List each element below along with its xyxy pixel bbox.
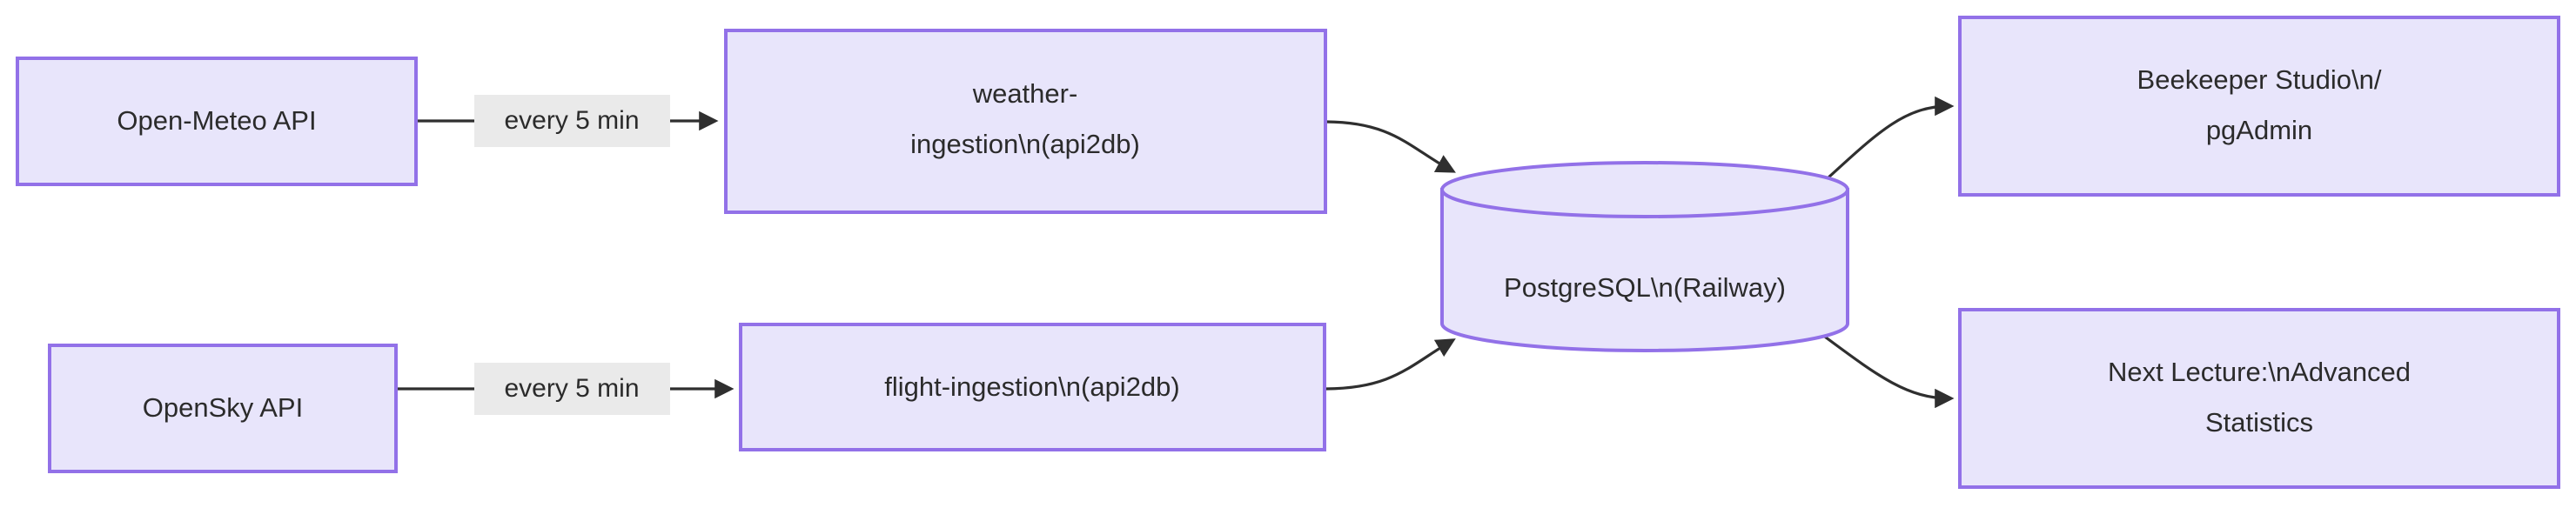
edge-label-background [474,363,670,415]
node-label-next-lecture-line1: Next Lecture:\nAdvanced [2108,357,2411,387]
node-next-lecture[interactable]: Next Lecture:\nAdvanced Statistics [1958,308,2560,489]
edge-label-open-meteo-to-weather: every 5 min [474,95,670,147]
edge-line [1324,338,1456,391]
edge-label-background [474,95,670,147]
edge-label-opensky-to-flight: every 5 min [474,363,670,415]
node-label-postgresql-railway: PostgreSQL\n(Railway) [1504,272,1786,303]
node-shape[interactable] [1958,16,2560,197]
edge-weather-to-postgres [1325,120,1456,173]
node-flight-ingestion[interactable]: flight-ingestion\n(api2db) [739,323,1326,451]
edge-label-text-every-5-min-flight: every 5 min [504,374,639,403]
node-label-beekeeper-pgadmin-line2: pgAdmin [2206,115,2312,145]
node-label-opensky-api: OpenSky API [143,392,303,423]
node-shape[interactable] [1958,308,2560,489]
edge-flight-to-postgres [1324,338,1456,391]
node-shape[interactable] [48,344,398,473]
node-shape[interactable] [724,29,1327,214]
edge-line [1826,96,1955,180]
node-beekeeper-pgadmin[interactable]: Beekeeper Studio\n/ pgAdmin [1958,16,2560,197]
edge-postgres-to-next-lecture [1818,331,1955,409]
node-weather-ingestion[interactable]: weather- ingestion\n(api2db) [724,29,1327,214]
node-label-beekeeper-pgadmin-line1: Beekeeper Studio\n/ [2137,64,2382,95]
node-shape-cylinder-top[interactable] [1440,161,1849,218]
node-opensky-api[interactable]: OpenSky API [48,344,398,473]
edge-label-text-every-5-min-weather: every 5 min [504,106,639,135]
node-label-weather-ingestion-line1: weather- [972,78,1078,109]
node-label-weather-ingestion-line2: ingestion\n(api2db) [910,129,1140,159]
node-shape-cylinder-body[interactable] [1440,188,1849,352]
node-postgresql-railway[interactable]: PostgreSQL\n(Railway) [1440,161,1849,352]
node-label-flight-ingestion: flight-ingestion\n(api2db) [884,371,1180,402]
edge-postgres-to-beekeeper [1826,96,1955,180]
node-label-next-lecture-line2: Statistics [2205,407,2313,438]
node-label-open-meteo-api: Open-Meteo API [117,105,316,136]
node-shape[interactable] [739,323,1326,451]
node-open-meteo-api[interactable]: Open-Meteo API [16,57,418,186]
edge-line [1325,120,1456,173]
node-shape[interactable] [16,57,418,186]
edge-line [1818,331,1955,409]
